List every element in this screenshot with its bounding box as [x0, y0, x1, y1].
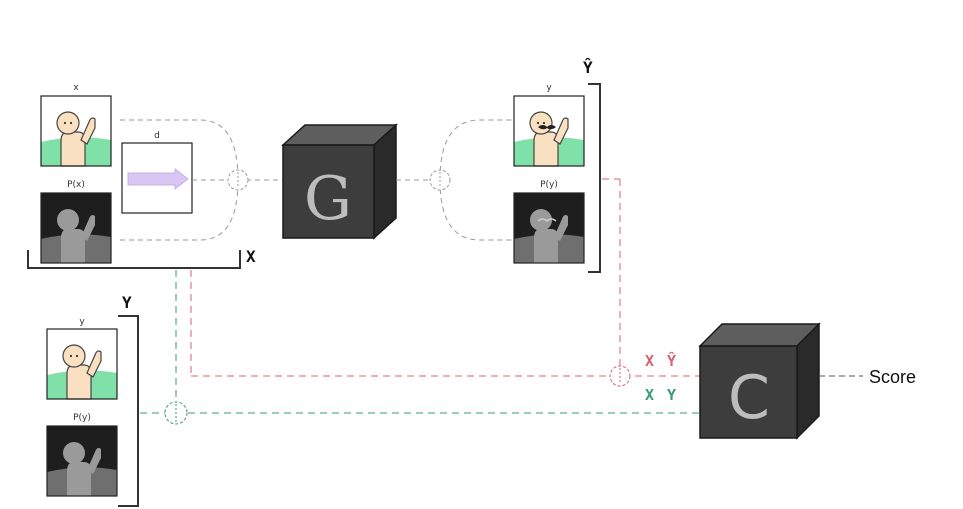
direction-box-label: d: [154, 131, 160, 141]
critic-letter: C: [728, 363, 770, 433]
image-y-generated-tile: [513, 95, 585, 167]
x-group-bracket: [27, 250, 241, 269]
image-y-real-tile: [46, 328, 118, 400]
generator-cube: G: [281, 123, 398, 240]
fake-pair-path: [190, 178, 700, 377]
mustache-icon: [538, 125, 556, 130]
critic-cube: C: [698, 322, 821, 440]
yhat-group-bracket: [588, 83, 601, 273]
image-y-real-label: y: [79, 317, 85, 327]
yhat-group-label: Ŷ: [583, 58, 593, 77]
fake-pair-y-label: Ŷ: [667, 351, 676, 370]
direction-arrow-icon: [127, 167, 189, 191]
score-label: Score: [869, 367, 916, 387]
image-y-generated-label: y: [546, 83, 552, 93]
image-px-label: P(x): [67, 180, 85, 190]
y-group-bracket: [118, 315, 139, 507]
image-x-label: x: [73, 83, 79, 93]
x-group-label: X: [246, 247, 256, 266]
image-py-generated-label: P(y): [540, 180, 558, 190]
image-py-real-tile: [46, 425, 118, 497]
fake-pair-x-label: X: [645, 352, 654, 370]
image-px-tile: [40, 192, 112, 264]
image-py-real-label: P(y): [73, 413, 91, 423]
generator-letter: G: [304, 164, 352, 234]
image-x-tile: [40, 95, 112, 167]
image-py-generated-tile: [513, 192, 585, 264]
y-group-label: Y: [122, 293, 132, 312]
output-split-lines: [396, 119, 514, 241]
real-pair-x-label: X: [645, 386, 654, 404]
real-pair-y-label: Y: [667, 386, 676, 404]
real-pair-path: [140, 270, 700, 414]
